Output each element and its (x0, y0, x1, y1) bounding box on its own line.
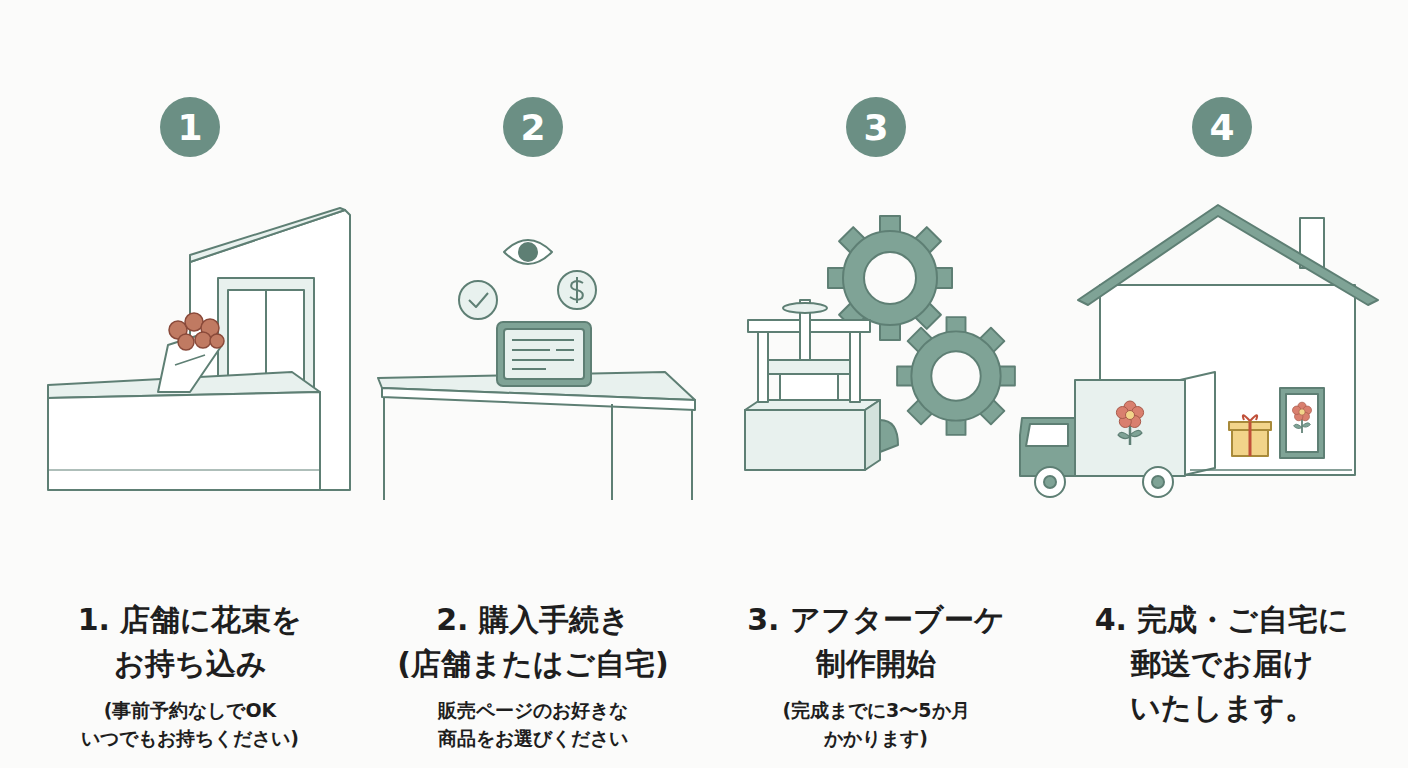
step-number-circle: 2 (502, 96, 564, 158)
circle-shape (846, 97, 906, 157)
step-number: 4 (1209, 107, 1234, 148)
delivery-illustration (1020, 205, 1378, 497)
step-heading: 4. 完成・ご自宅に 郵送でお届け いたします。 (1072, 598, 1372, 730)
step-note: (完成までに3〜5か月 かかります) (746, 696, 1006, 752)
press-illustration (745, 216, 1015, 470)
step-number: 3 (863, 107, 888, 148)
shop-illustration (48, 208, 350, 490)
circle-shape (503, 97, 563, 157)
step-heading: 1. 店舗に花束を お持ち込み (40, 598, 340, 686)
step-heading: 3. アフターブーケ 制作開始 (726, 598, 1026, 686)
purchase-illustration (378, 240, 695, 500)
step-note: (事前予約なしでOK いつでもお持ちください) (55, 696, 325, 752)
step-note: 販売ページのお好きな 商品をお選びください (398, 696, 668, 752)
step-heading: 2. 購入手続き (店舗またはご自宅) (363, 598, 703, 686)
circle-shape (160, 97, 220, 157)
step-number-circle: 3 (845, 96, 907, 158)
circle-shape (1192, 97, 1252, 157)
step-number-circle: 4 (1191, 96, 1253, 158)
step-number: 1 (177, 107, 202, 148)
step-number-circle: 1 (159, 96, 221, 158)
step-number: 2 (520, 107, 545, 148)
